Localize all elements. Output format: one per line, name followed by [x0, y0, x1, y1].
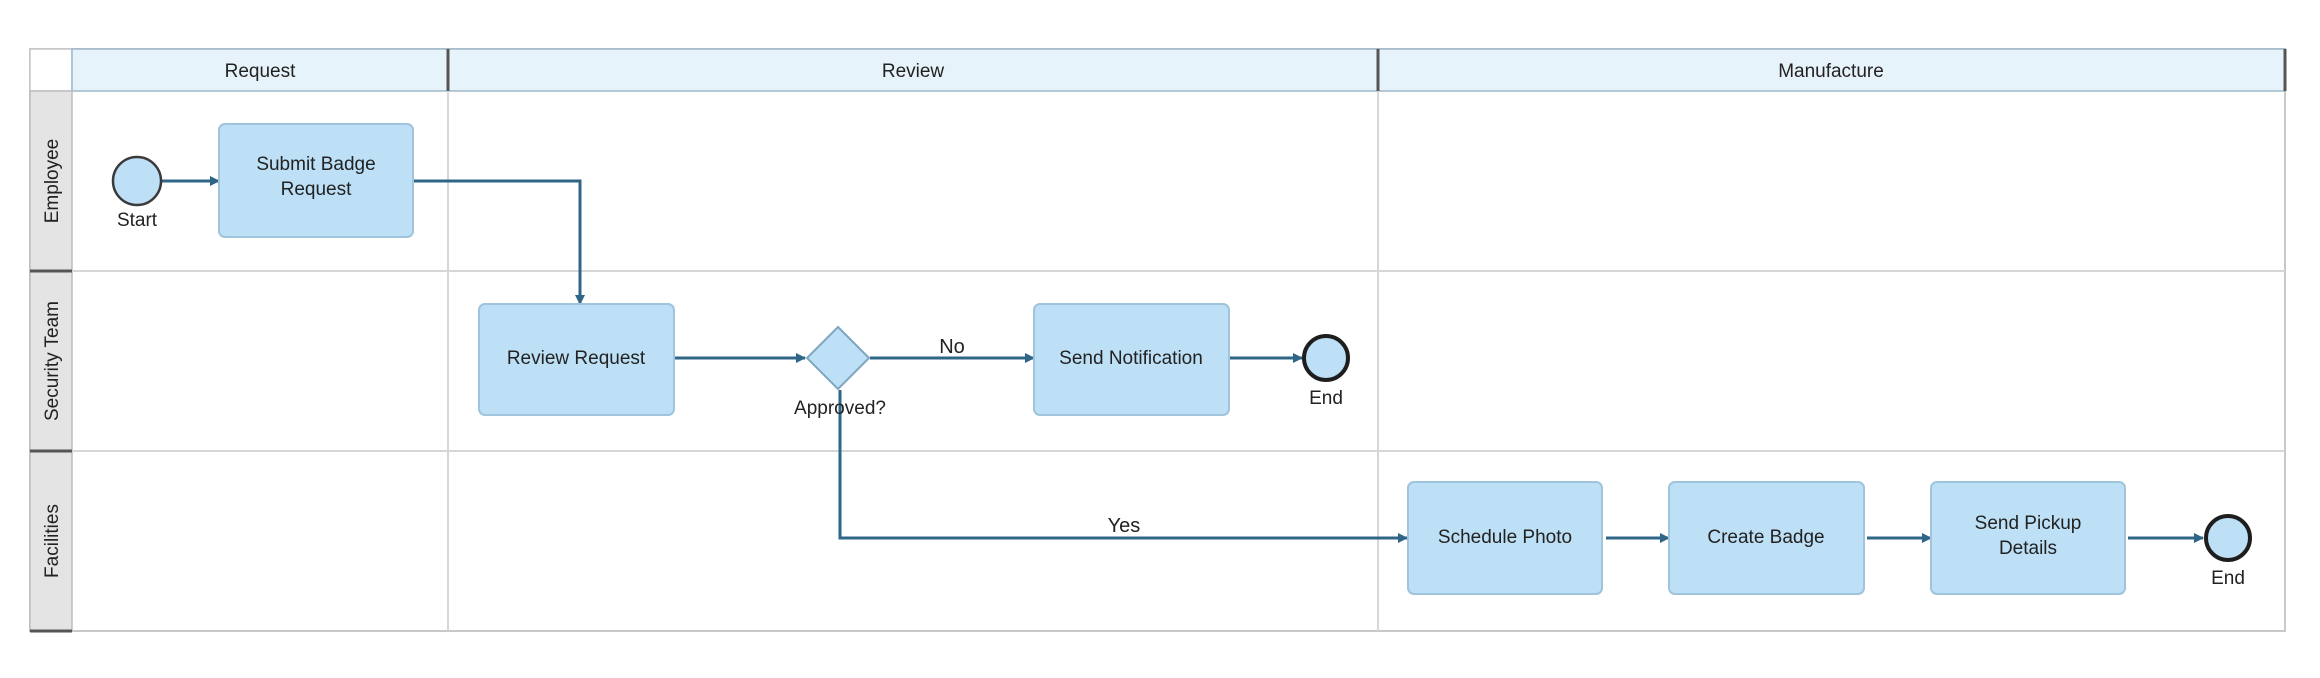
end-event-facilities[interactable] — [2204, 514, 2252, 562]
gateway-approved-label: Approved? — [794, 398, 886, 419]
phase-header-row: Request Review Manufacture — [71, 48, 2287, 92]
phase-label-manufacture: Manufacture — [1778, 61, 1884, 82]
lane-header-security-team[interactable] — [29, 270, 73, 452]
task-schedule-photo[interactable]: Schedule Photo — [1407, 481, 1603, 595]
start-event[interactable] — [111, 155, 163, 207]
task-submit-label-line2: Request — [281, 179, 352, 200]
phase-header-request[interactable] — [71, 48, 449, 92]
task-send-pickup-details[interactable]: Send Pickup Details — [1930, 481, 2126, 595]
task-submit-badge-request[interactable]: Submit Badge Request — [218, 123, 414, 238]
phase-label-request: Request — [225, 61, 296, 82]
sequence-flows — [161, 176, 2204, 543]
gateway-approved[interactable] — [805, 325, 871, 391]
task-create-badge[interactable]: Create Badge — [1668, 481, 1865, 595]
start-event-label: Start — [117, 210, 158, 231]
lane-header-column: Employee Security Team Facilities — [29, 90, 73, 633]
end-event-facilities-label: End — [2211, 568, 2245, 589]
task-review-request[interactable]: Review Request — [478, 303, 675, 416]
flow-label-no: No — [939, 336, 965, 358]
flow-label-yes: Yes — [1108, 515, 1141, 537]
phase-label-review: Review — [882, 61, 945, 82]
flow-submit-to-review[interactable] — [413, 179, 585, 305]
task-submit-label-line1: Submit Badge — [256, 154, 375, 175]
task-pickup-label-line2: Details — [1999, 538, 2057, 559]
phase-header-manufacture[interactable] — [1377, 48, 2286, 92]
flow-gateway-to-photo-yes[interactable] — [838, 390, 1408, 543]
lane-label-facilities: Facilities — [42, 504, 63, 578]
end-event-security-label: End — [1309, 388, 1343, 409]
task-send-notification[interactable]: Send Notification — [1033, 303, 1230, 416]
task-photo-label: Schedule Photo — [1438, 527, 1572, 548]
task-badge-label: Create Badge — [1707, 527, 1824, 548]
lane-label-employee: Employee — [42, 139, 63, 224]
lane-label-security-team: Security Team — [42, 301, 63, 421]
task-review-label: Review Request — [507, 348, 646, 369]
lane-header-facilities[interactable] — [29, 450, 73, 632]
task-pickup-label-line1: Send Pickup — [1975, 513, 2082, 534]
task-notify-label: Send Notification — [1059, 348, 1203, 369]
end-event-security[interactable] — [1302, 334, 1350, 382]
